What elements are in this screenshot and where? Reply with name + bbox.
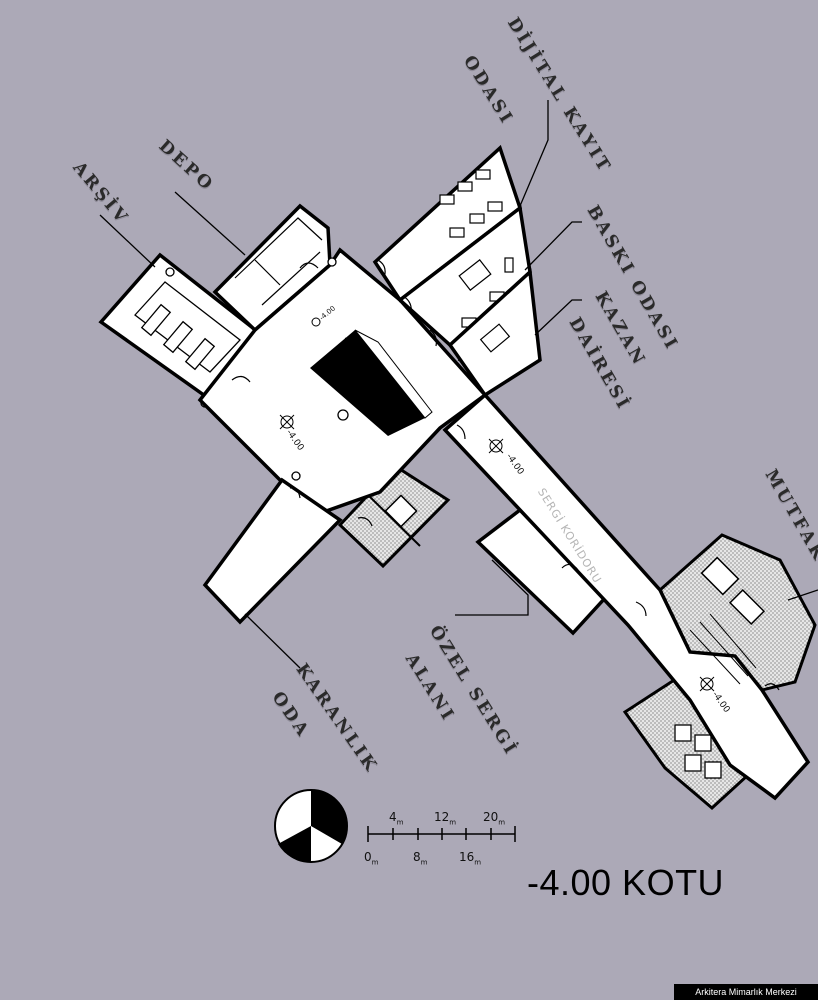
credit-badge: Arkitera Mimarlık Merkezi	[674, 984, 818, 1000]
exhibition-corridor	[442, 392, 811, 801]
archive-room	[98, 252, 261, 408]
level-title: -4.00 KOTU	[527, 862, 725, 903]
scale-label-20: 20m	[483, 810, 506, 827]
boiler-room	[447, 268, 542, 398]
scale-label-0: 0m	[364, 850, 379, 867]
dark-room	[202, 477, 343, 625]
scale-bar	[367, 826, 516, 842]
leader-lines	[99, 100, 818, 669]
scale-label-4: 4m	[389, 810, 404, 827]
door-swings	[231, 259, 780, 691]
level-markers	[279, 317, 715, 692]
depot-room	[212, 203, 332, 333]
scale-label-12: 12m	[434, 810, 457, 827]
scale-label-8: 8m	[413, 850, 428, 867]
main-hall	[197, 247, 488, 518]
scale-label-16: 16m	[459, 850, 482, 867]
north-arrow	[274, 789, 348, 863]
print-room	[397, 204, 532, 348]
